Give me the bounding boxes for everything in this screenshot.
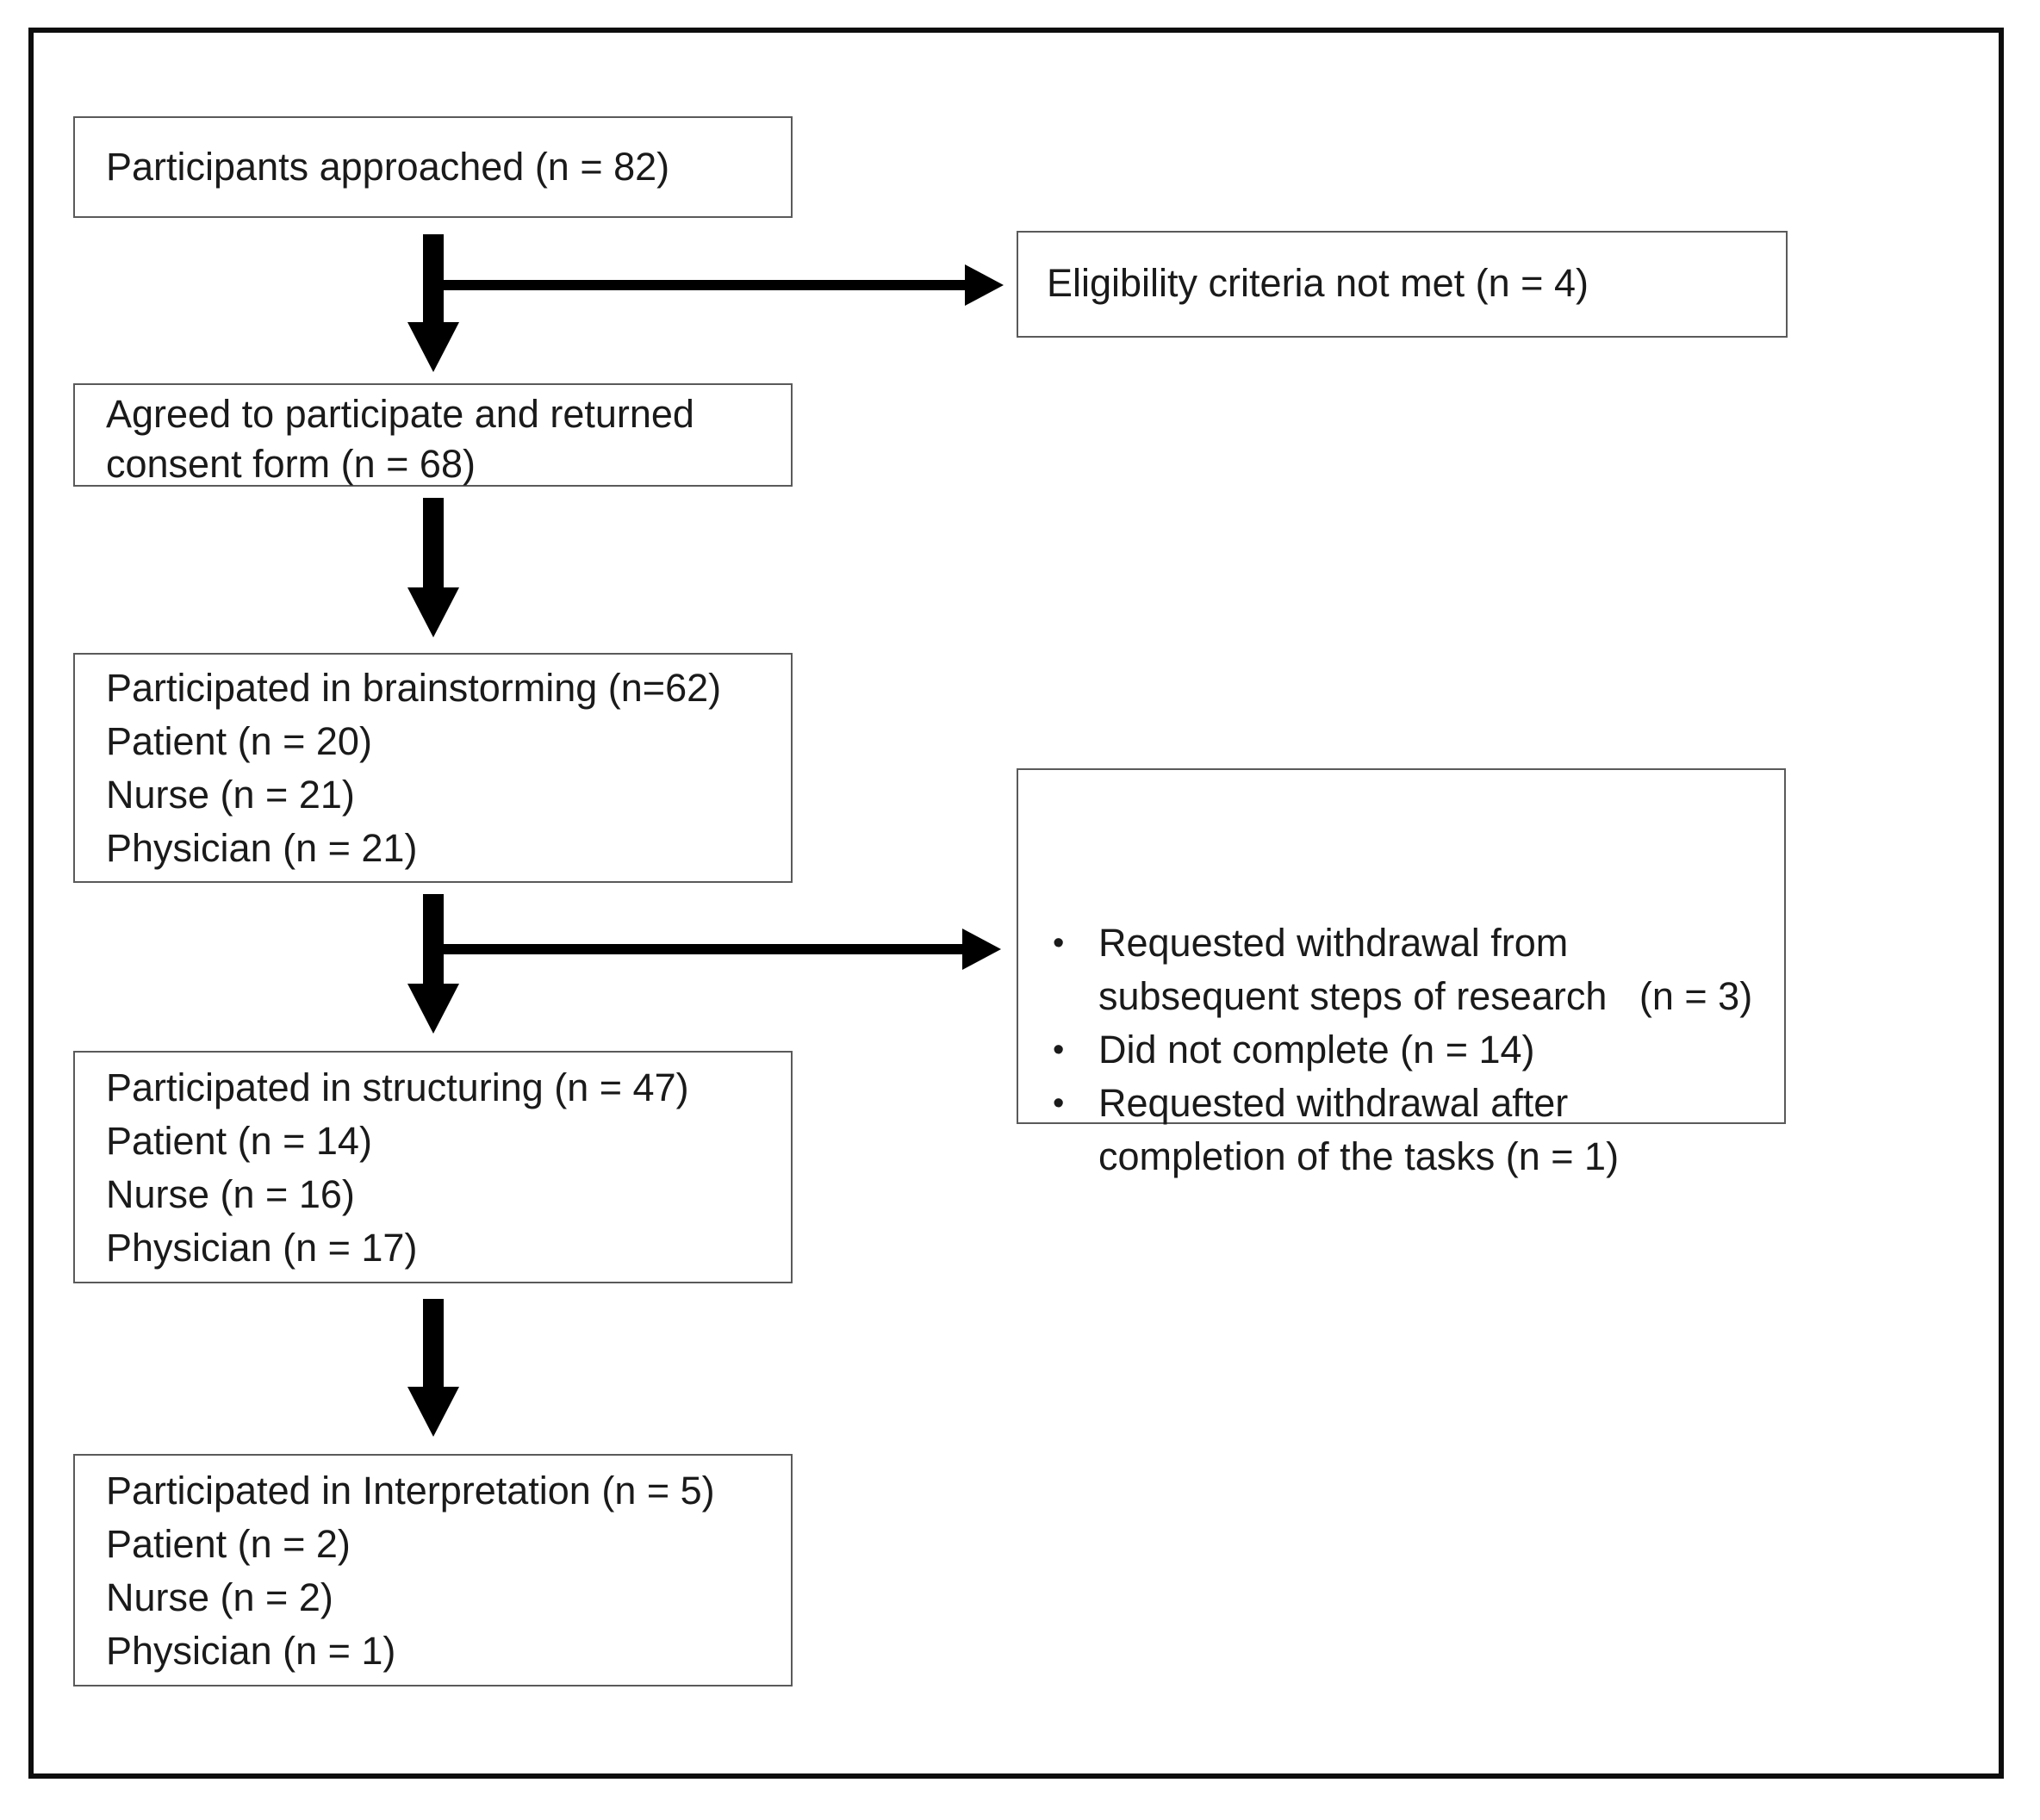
box-agreed-consent: Agreed to participate and returned conse… — [73, 383, 793, 487]
arrow-head-down-icon — [407, 984, 459, 1034]
arrow-head-right-icon — [965, 264, 1004, 306]
arrow-down-brainstorming-to-structuring-icon — [407, 894, 459, 1034]
arrow-head-down-icon — [407, 587, 459, 637]
withdrawal-bullet-text: Did not complete (n = 14) — [1098, 1028, 1535, 1072]
arrow-shaft — [423, 234, 444, 322]
withdrawal-bullet-item: • Requested withdrawal from subsequent st… — [1053, 916, 1767, 1023]
bullet-icon: • — [1053, 925, 1065, 961]
arrow-down-approached-to-consent-icon — [407, 234, 459, 372]
arrow-head-right-icon — [962, 929, 1001, 970]
arrow-down-consent-to-brainstorming-icon — [407, 498, 459, 637]
box-participated-structuring: Participated in structuring (n = 47) Pat… — [73, 1051, 793, 1283]
arrow-head-down-icon — [407, 322, 459, 372]
box-participated-brainstorming: Participated in brainstorming (n=62) Pat… — [73, 653, 793, 883]
withdrawal-bullet-list: • Requested withdrawal from subsequent st… — [1053, 916, 1767, 1183]
arrow-right-to-withdrawal-line — [433, 944, 962, 954]
arrow-shaft — [423, 894, 444, 984]
bullet-icon: • — [1053, 1085, 1065, 1121]
arrow-down-structuring-to-interpretation-icon — [407, 1299, 459, 1437]
withdrawal-bullet-item: • Requested withdrawal after completion o… — [1053, 1077, 1767, 1183]
arrow-shaft — [423, 1299, 444, 1387]
withdrawal-bullet-text: Requested withdrawal after completion of… — [1098, 1081, 1620, 1178]
withdrawal-bullet-item: • Did not complete (n = 14) — [1053, 1023, 1767, 1077]
bullet-icon: • — [1053, 1032, 1065, 1068]
box-eligibility-not-met: Eligibility criteria not met (n = 4) — [1017, 231, 1788, 338]
box-participants-approached: Participants approached (n = 82) — [73, 116, 793, 218]
arrow-shaft — [423, 498, 444, 587]
box-participated-interpretation: Participated in Interpretation (n = 5) P… — [73, 1454, 793, 1686]
arrow-head-down-icon — [407, 1387, 459, 1437]
withdrawal-bullet-text: Requested withdrawal from subsequent ste… — [1098, 921, 1753, 1018]
box-withdrawal-reasons: • Requested withdrawal from subsequent st… — [1017, 768, 1786, 1178]
arrow-right-to-eligibility-line — [433, 280, 965, 290]
